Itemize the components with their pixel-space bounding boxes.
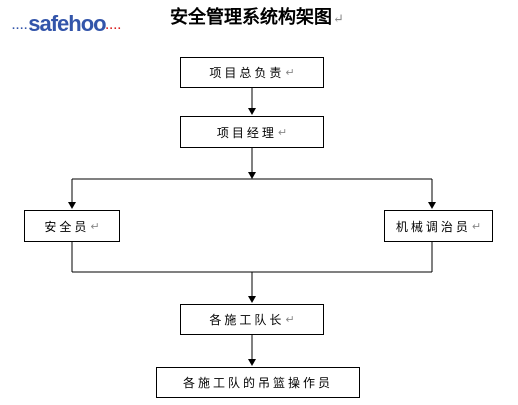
page-title: 安全管理系统构架图↵ <box>170 6 360 32</box>
node-project-leader-label: 项目总负责 <box>209 66 285 80</box>
node-basket-operators: 各施工队的吊篮操作员 <box>156 367 360 398</box>
node-team-leaders: 各施工队长↵ <box>180 304 324 335</box>
node-project-manager: 项目经理↵ <box>180 116 324 148</box>
paragraph-mark-icon: ↵ <box>277 125 288 139</box>
node-safety-officer-label: 安全员 <box>44 219 90 234</box>
safehoo-logo: ....safehoo.... <box>12 12 122 38</box>
node-safety-officer: 安全员↵ <box>24 210 120 242</box>
title-text: 安全管理系统构架图 <box>170 7 332 28</box>
logo-text: safehoo <box>28 11 106 36</box>
node-project-leader: 项目总负责↵ <box>180 57 324 88</box>
paragraph-mark-icon: ↵ <box>285 313 295 326</box>
node-team-leaders-label: 各施工队长 <box>209 313 285 327</box>
logo-dots-left: .... <box>12 20 29 32</box>
node-machinery-officer: 机械调治员↵ <box>384 210 493 242</box>
paragraph-mark-icon: ↵ <box>285 66 295 79</box>
node-machinery-officer-label: 机械调治员 <box>395 219 471 234</box>
paragraph-mark-icon: ↵ <box>333 12 344 27</box>
paragraph-mark-icon: ↵ <box>471 219 482 233</box>
logo-dots-right: .... <box>105 20 122 32</box>
paragraph-mark-icon: ↵ <box>90 219 100 233</box>
node-basket-operators-label: 各施工队的吊篮操作员 <box>182 376 333 390</box>
node-project-manager-label: 项目经理 <box>216 125 277 140</box>
